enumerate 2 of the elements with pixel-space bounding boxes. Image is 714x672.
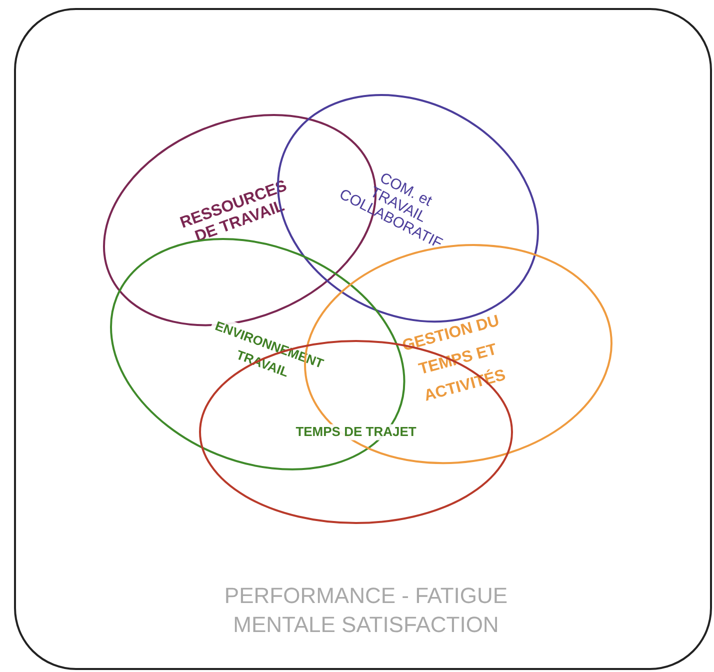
- rounded-frame: [14, 8, 712, 670]
- caption-text: PERFORMANCE - FATIGUE MENTALE SATISFACTION: [223, 582, 509, 639]
